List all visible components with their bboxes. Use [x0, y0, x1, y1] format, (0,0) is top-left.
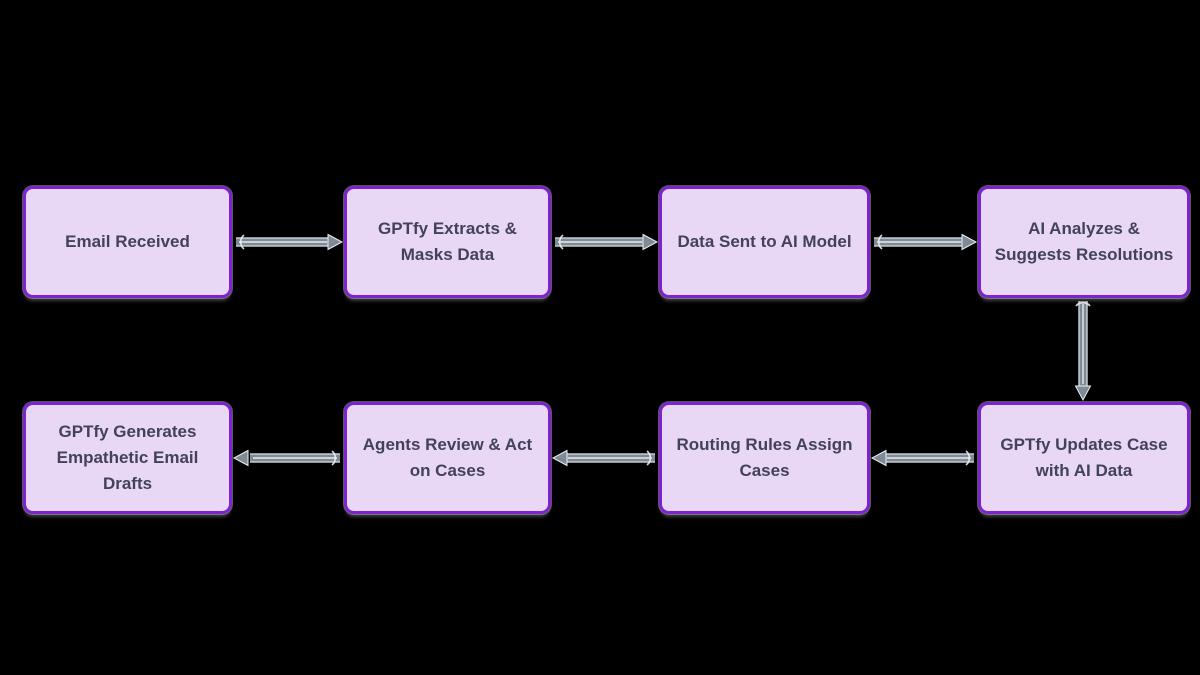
arrow-datasent-to-analyzes	[874, 233, 978, 251]
node-routing-rules-assign: Routing Rules Assign Cases	[659, 402, 870, 514]
arrow-routing-to-agents	[551, 449, 655, 467]
node-ai-analyzes-suggests: AI Analyzes & Suggests Resolutions	[978, 186, 1190, 298]
node-label: Routing Rules Assign Cases	[676, 435, 853, 480]
arrow-analyzes-to-updates	[1074, 301, 1092, 402]
node-label: GPTfy Extracts & Masks Data	[378, 219, 517, 264]
arrow-updates-to-routing	[870, 449, 974, 467]
arrow-email-to-extracts	[236, 233, 344, 251]
arrow-agents-to-generates	[232, 449, 340, 467]
node-email-received: Email Received	[23, 186, 232, 298]
node-gptfy-generates-drafts: GPTfy Generates Empathetic Email Drafts	[23, 402, 232, 514]
node-agents-review-act: Agents Review & Act on Cases	[344, 402, 551, 514]
node-label: Email Received	[65, 232, 190, 251]
node-label: AI Analyzes & Suggests Resolutions	[994, 219, 1174, 264]
arrow-extracts-to-datasent	[555, 233, 659, 251]
node-gptfy-updates-case: GPTfy Updates Case with AI Data	[978, 402, 1190, 514]
node-gptfy-extracts-masks: GPTfy Extracts & Masks Data	[344, 186, 551, 298]
node-label: GPTfy Updates Case with AI Data	[1000, 435, 1168, 480]
node-data-sent-ai-model: Data Sent to AI Model	[659, 186, 870, 298]
node-label: Data Sent to AI Model	[677, 232, 852, 251]
node-label: GPTfy Generates Empathetic Email Drafts	[56, 422, 199, 493]
node-label: Agents Review & Act on Cases	[362, 435, 533, 480]
